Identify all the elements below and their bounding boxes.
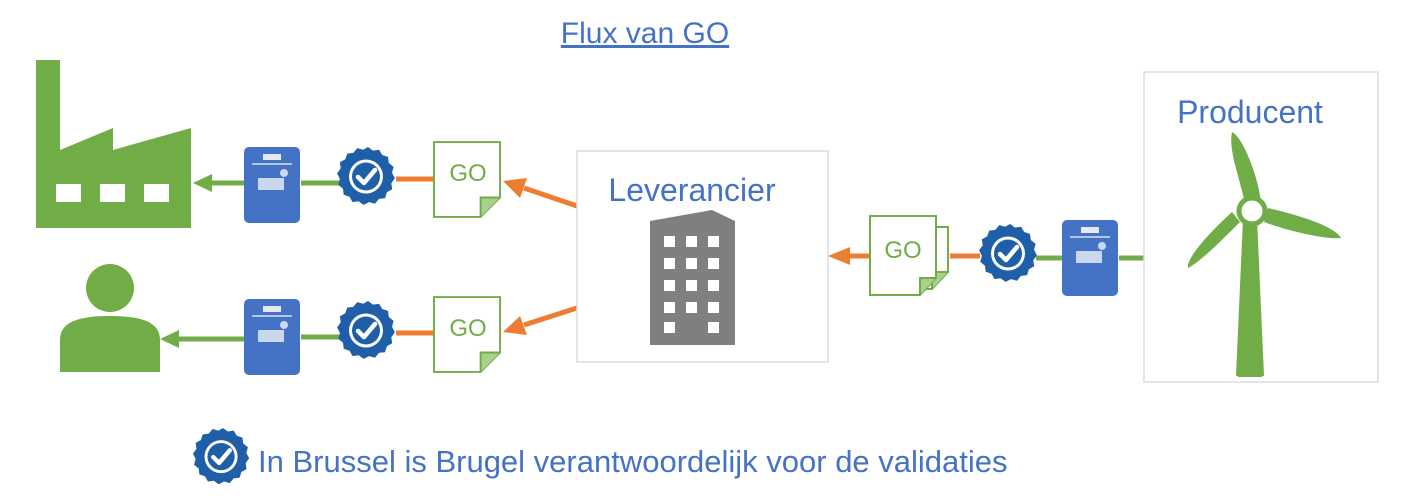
wind-turbine-icon xyxy=(1187,132,1341,377)
factory-icon xyxy=(36,60,191,228)
orange-arrow-line-top xyxy=(523,185,581,210)
diagram-title: Flux van GO xyxy=(561,17,729,50)
validation-badge-icon xyxy=(337,301,395,359)
orange-arrowhead-bottom xyxy=(503,316,527,335)
arrowhead-to-person xyxy=(160,330,179,348)
orange-arrowhead-to-supplier xyxy=(828,247,850,265)
orange-arrow-line-bottom xyxy=(523,304,581,328)
go-document-icon: GO xyxy=(433,141,502,218)
meter-icon xyxy=(1062,220,1118,296)
go-label-top: GO xyxy=(449,160,486,187)
go-document-icon: GO xyxy=(433,296,502,373)
producer-label: Producent xyxy=(1177,94,1323,130)
orange-arrowhead-top xyxy=(503,178,527,198)
supplier-label: Leverancier xyxy=(608,172,776,208)
person-icon xyxy=(60,264,160,372)
meter-icon xyxy=(244,299,300,375)
go-label-bottom: GO xyxy=(449,315,486,342)
legend-text: In Brussel is Brugel verantwoordelijk vo… xyxy=(258,444,1008,479)
go-document-icon: GO xyxy=(869,215,949,296)
meter-icon xyxy=(244,147,300,223)
go-label-right: GO xyxy=(884,237,921,264)
validation-badge-icon xyxy=(337,147,395,205)
validation-badge-icon xyxy=(979,224,1037,282)
building-icon xyxy=(650,210,735,345)
arrowhead-to-factory xyxy=(193,174,212,192)
validation-badge-icon xyxy=(193,428,249,484)
